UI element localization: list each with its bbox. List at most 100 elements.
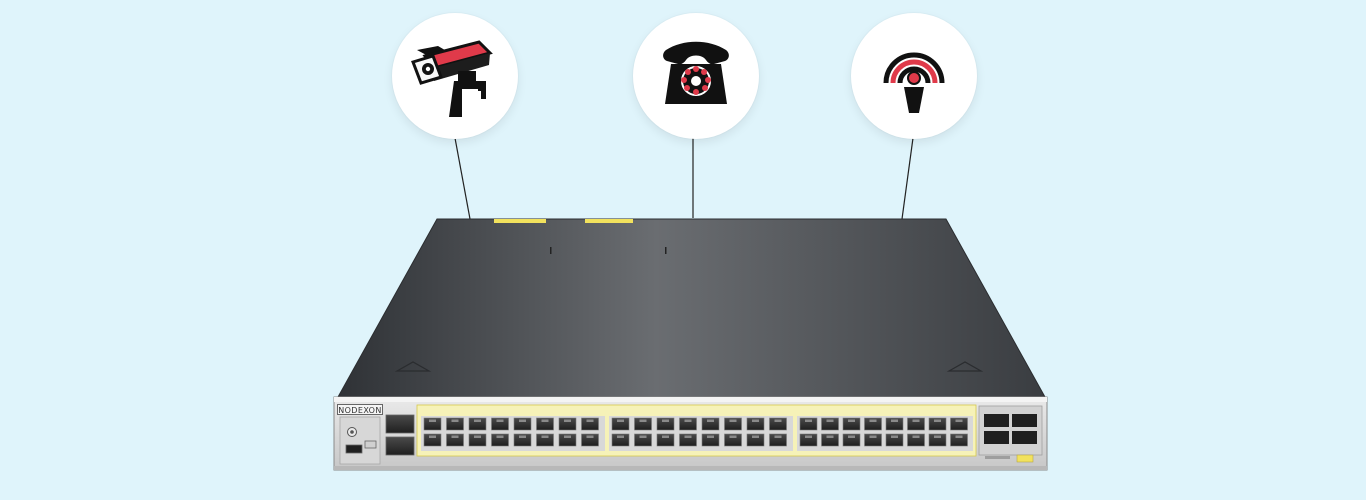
rj45-port-notch-3-2-3 [848,435,855,438]
rj45-port-notch-1-2-6 [541,435,549,438]
rj45-port-1-1-1 [423,417,442,431]
rj45-port-1-2-2 [446,433,464,447]
rj45-port-3-1-5 [885,417,904,431]
rj45-port-1-2-5 [513,433,532,447]
rj45-port-notch-1-1-2 [451,419,459,422]
rj45-port-notch-3-1-2 [826,419,834,422]
rj45-port-2-2-8 [769,433,787,447]
rj45-port-notch-3-2-2 [826,435,834,438]
rj45-port-1-2-6 [536,433,554,447]
security-camera-icon-circle [392,13,518,139]
rj45-port-notch-1-1-1 [429,419,436,422]
rj45-port-notch-1-1-8 [586,419,594,422]
rj45-port-3-1-4 [864,417,882,431]
rj45-port-1-1-6 [536,417,554,431]
rj45-port-3-1-3 [842,417,861,431]
rj45-port-2-1-2 [634,417,652,431]
rj45-port-notch-2-1-1 [617,419,624,422]
rj45-port-notch-2-1-4 [684,419,692,422]
rj45-port-3-2-1 [799,433,818,447]
rj45-port-notch-2-2-1 [617,435,624,438]
rj45-port-1-2-7 [558,433,577,447]
rj45-port-notch-1-1-4 [496,419,504,422]
rj45-port-notch-3-2-8 [955,435,963,438]
rj45-port-1-1-5 [513,417,532,431]
rj45-port-2-2-3 [656,433,675,447]
rj45-port-1-1-8 [581,417,599,431]
brand-logo: NODEXON [337,404,383,415]
rj45-port-notch-2-1-5 [707,419,714,422]
rj45-port-1-1-7 [558,417,577,431]
rj45-port-notch-1-1-3 [474,419,481,422]
rj45-port-notch-1-2-5 [519,435,526,438]
rj45-port-notch-3-1-6 [912,419,920,422]
rj45-port-3-2-2 [821,433,839,447]
security-camera-icon [411,40,493,117]
rj45-port-notch-1-2-2 [451,435,459,438]
rj45-port-1-2-4 [491,433,509,447]
rj45-port-notch-1-2-8 [586,435,594,438]
rj45-port-3-2-4 [864,433,882,447]
rj45-port-3-1-1 [799,417,818,431]
rj45-port-2-1-1 [611,417,630,431]
rj45-port-2-1-5 [701,417,720,431]
rj45-port-notch-2-1-3 [662,419,669,422]
rj45-port-2-2-5 [701,433,720,447]
rj45-port-1-2-8 [581,433,599,447]
rj45-port-2-1-3 [656,417,675,431]
rj45-port-notch-1-2-1 [429,435,436,438]
rj45-port-3-2-3 [842,433,861,447]
rj45-port-notch-3-1-5 [891,419,898,422]
ap-connector-line [901,137,914,220]
rj45-port-notch-2-2-5 [707,435,714,438]
rj45-port-notch-3-2-6 [912,435,920,438]
rj45-port-notch-1-2-3 [474,435,481,438]
rj45-port-3-1-2 [821,417,839,431]
rj45-port-1-1-2 [446,417,464,431]
wireless-access-point-icon-circle [851,13,977,139]
rj45-port-notch-3-1-7 [934,419,941,422]
rj45-port-notch-2-1-2 [639,419,647,422]
rj45-port-1-2-1 [423,433,442,447]
rj45-port-notch-2-2-4 [684,435,692,438]
top-yellow-label-right [585,219,633,223]
rj45-port-3-1-7 [928,417,947,431]
rj45-port-notch-1-1-5 [519,419,526,422]
rj45-port-notch-2-2-6 [729,435,737,438]
rj45-port-3-2-5 [885,433,904,447]
rj45-port-notch-2-1-8 [774,419,782,422]
top-yellow-label-left [494,219,546,223]
rj45-port-2-2-1 [611,433,630,447]
rj45-port-notch-3-1-3 [848,419,855,422]
rj45-port-notch-3-1-1 [805,419,812,422]
rj45-port-3-1-8 [950,417,968,431]
rj45-port-2-2-4 [679,433,697,447]
rj45-port-1-1-4 [491,417,509,431]
rj45-port-2-1-4 [679,417,697,431]
camera-connector-line [454,137,471,220]
rj45-port-notch-3-2-7 [934,435,941,438]
rj45-port-notch-2-2-7 [752,435,759,438]
rj45-port-2-1-8 [769,417,787,431]
rj45-port-2-1-7 [746,417,765,431]
wireless-access-point-icon [883,52,945,113]
rj45-port-2-1-6 [724,417,742,431]
rj45-port-notch-1-2-4 [496,435,504,438]
rj45-port-1-2-3 [468,433,487,447]
telephone-icon [663,41,729,104]
rj45-port-3-2-7 [928,433,947,447]
sfp-module-section [978,405,1043,456]
rj45-port-notch-1-1-6 [541,419,549,422]
rj45-port-2-2-2 [634,433,652,447]
rj45-port-notch-2-2-3 [662,435,669,438]
switch-top-surface [337,218,1046,398]
rj45-port-notch-2-1-6 [729,419,737,422]
telephone-icon-circle [633,13,759,139]
rj45-port-notch-3-2-4 [869,435,877,438]
rj45-port-3-1-6 [907,417,925,431]
rj45-port-notch-3-1-4 [869,419,877,422]
rj45-port-notch-2-2-2 [639,435,647,438]
rj45-port-3-2-8 [950,433,968,447]
